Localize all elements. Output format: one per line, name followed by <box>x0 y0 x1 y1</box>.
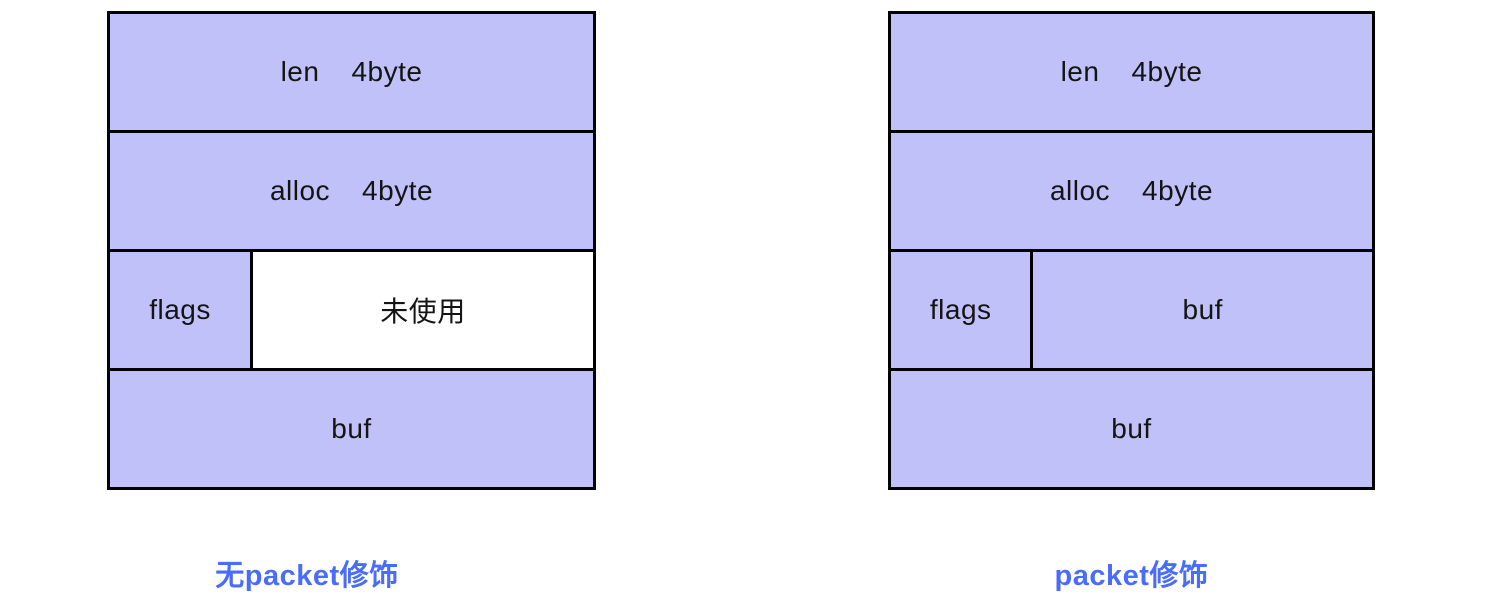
field-name-label: buf <box>1111 413 1152 444</box>
field-size-label: 4byte <box>1131 56 1203 87</box>
buf-row: buf <box>891 371 1372 487</box>
buf-cell: buf <box>110 371 593 487</box>
flags-cell: flags <box>110 252 254 368</box>
buf-start-cell: buf <box>1033 252 1372 368</box>
field-size-label: 4byte <box>362 175 434 206</box>
diagram-caption-packed: packet修饰 <box>1054 560 1209 592</box>
field-name-label: buf <box>331 413 372 444</box>
flags-row: flags buf <box>891 252 1372 371</box>
alloc-cell: alloc 4byte <box>110 133 593 249</box>
flags-cell: flags <box>891 252 1034 368</box>
alloc-cell: alloc 4byte <box>891 133 1372 249</box>
field-name-label: 未使用 <box>380 296 466 327</box>
field-name-label: buf <box>1182 294 1223 325</box>
unused-padding-cell: 未使用 <box>253 252 593 368</box>
len-row: len 4byte <box>110 14 593 133</box>
field-name-label: len <box>1060 56 1100 87</box>
alloc-row: alloc 4byte <box>891 133 1372 252</box>
buf-cell: buf <box>891 371 1372 487</box>
field-name-label: alloc <box>269 175 331 206</box>
field-name-label: alloc <box>1049 175 1111 206</box>
field-size-label: 4byte <box>351 56 423 87</box>
memory-layout-diagram-packed: len 4byte alloc 4byte flags buf buf <box>888 11 1375 490</box>
flags-row: flags 未使用 <box>110 252 593 371</box>
field-name-label: len <box>280 56 320 87</box>
len-cell: len 4byte <box>110 14 593 130</box>
alloc-row: alloc 4byte <box>110 133 593 252</box>
field-name-label: flags <box>929 294 992 325</box>
buf-row: buf <box>110 371 593 487</box>
len-cell: len 4byte <box>891 14 1372 130</box>
field-size-label: 4byte <box>1142 175 1214 206</box>
field-name-label: flags <box>149 294 211 325</box>
len-row: len 4byte <box>891 14 1372 133</box>
diagram-caption-unpacked: 无packet修饰 <box>215 560 399 592</box>
memory-layout-diagram-unpacked: len 4byte alloc 4byte flags 未使用 buf <box>107 11 596 490</box>
